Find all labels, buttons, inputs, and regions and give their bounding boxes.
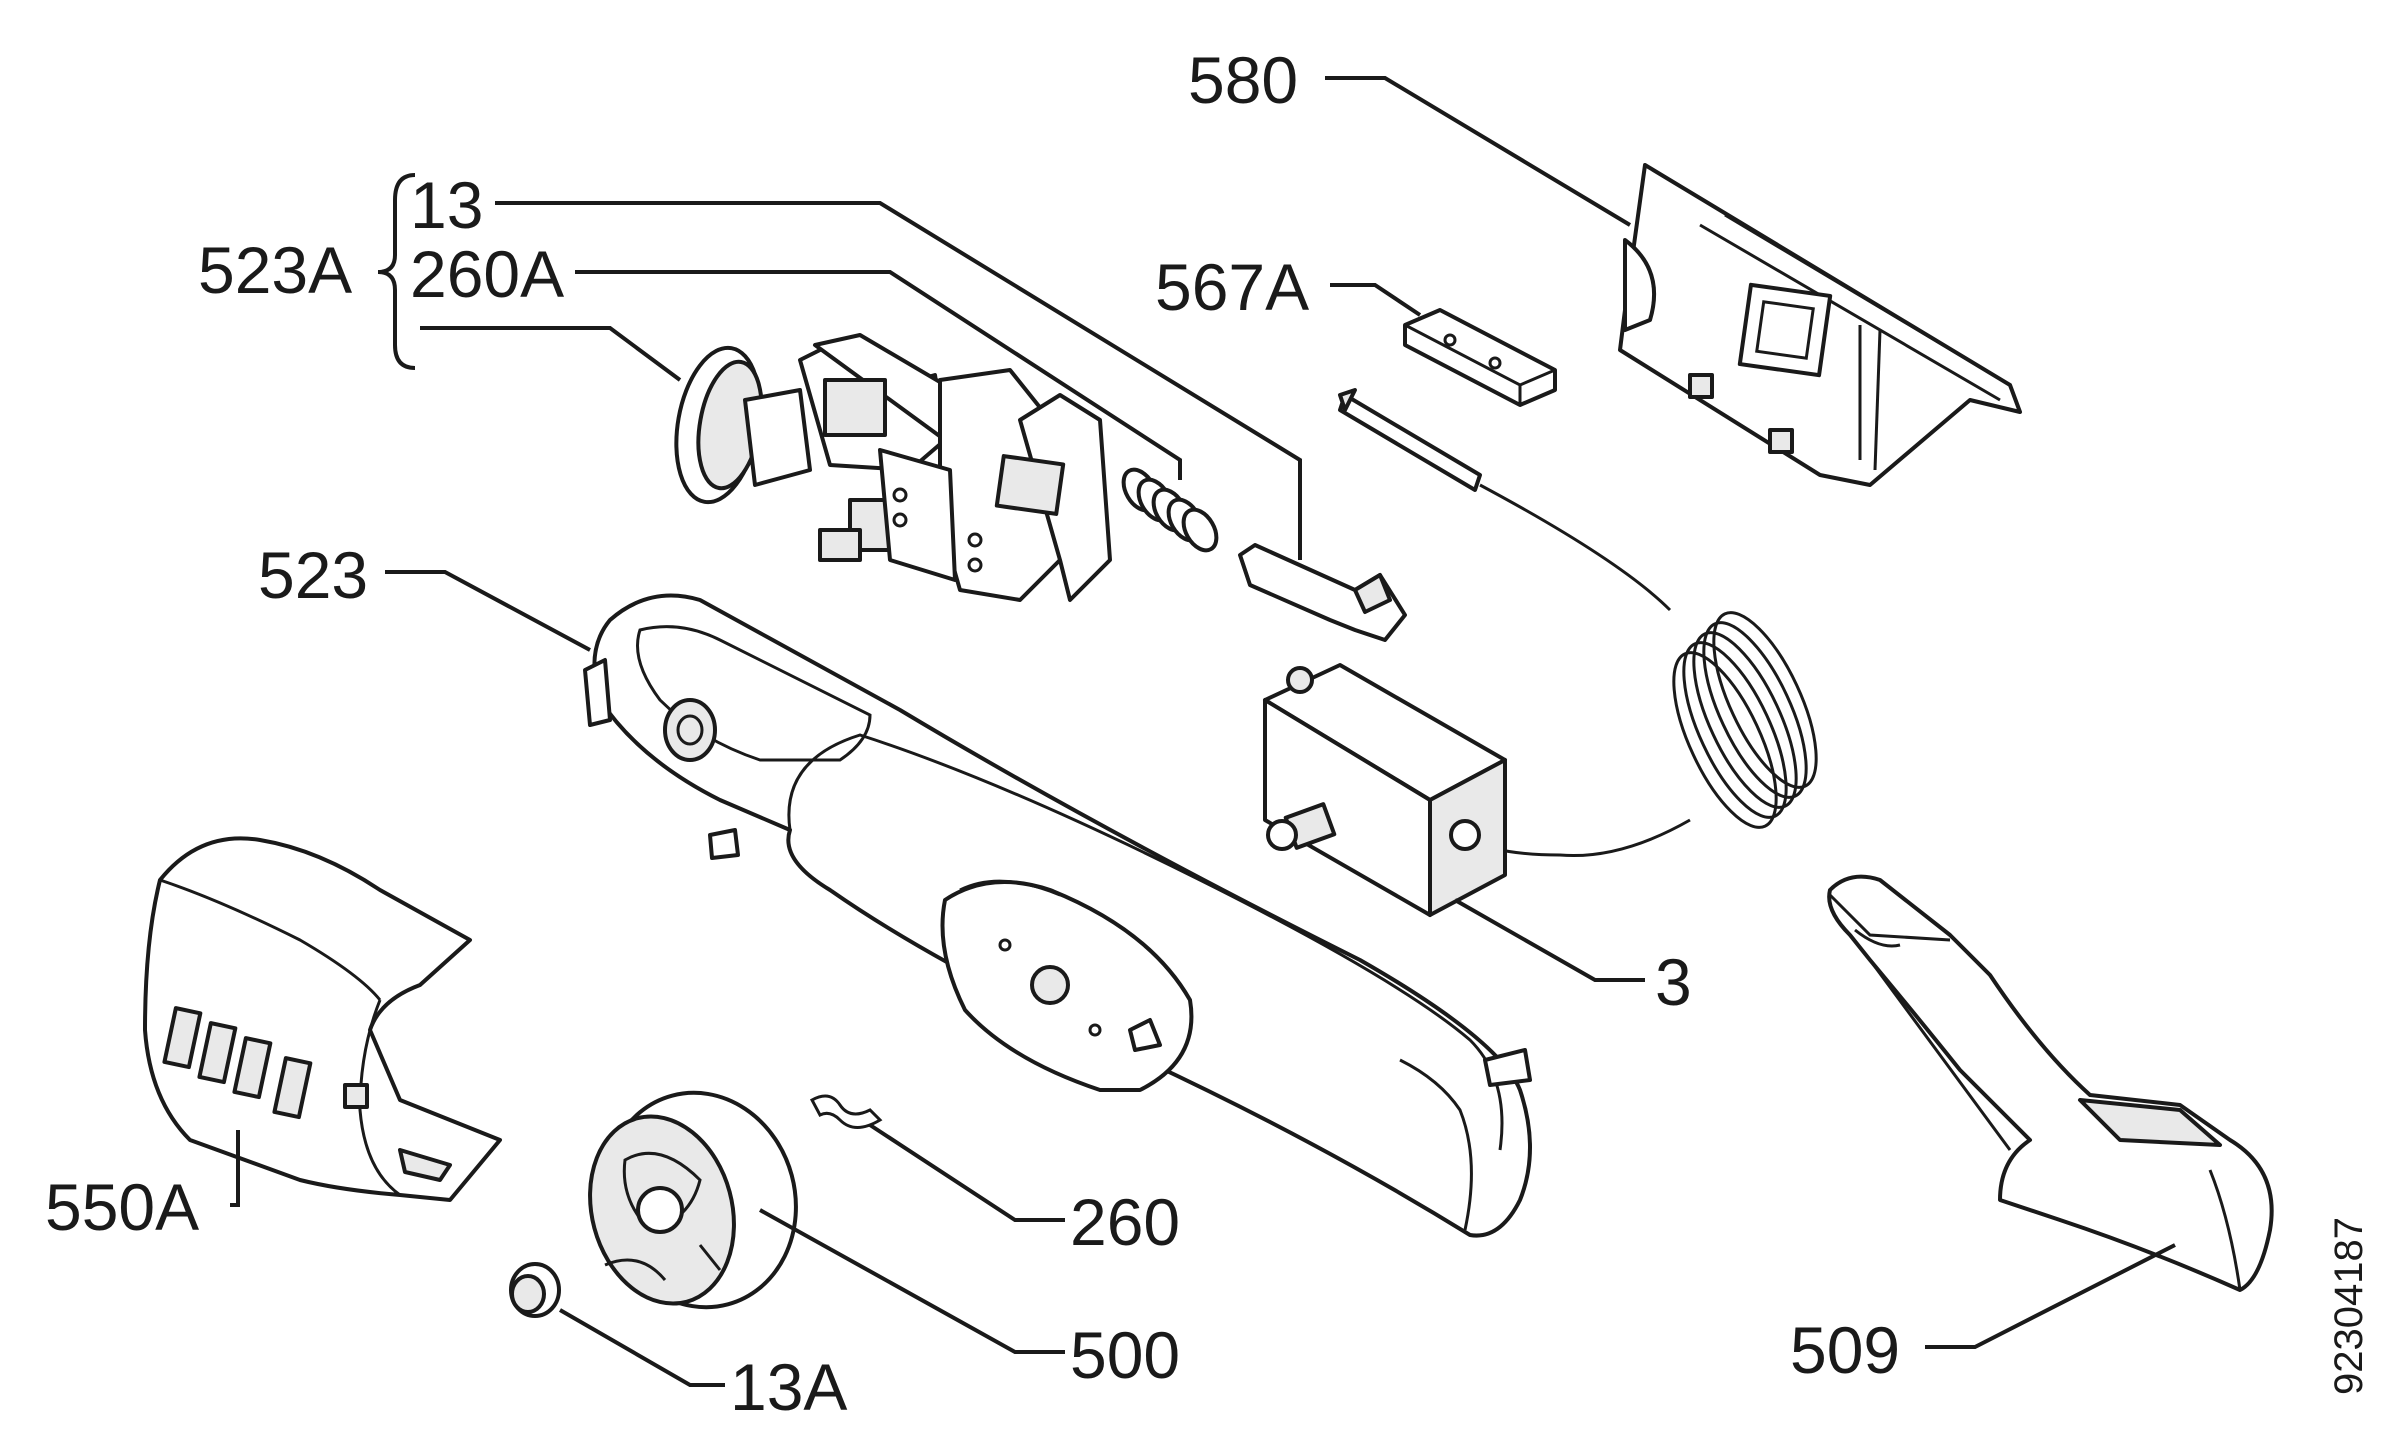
leader-523a [420,326,682,382]
leader-580 [1325,76,1632,227]
leader-13 [495,201,1302,560]
brace-523a [377,173,416,370]
label-580: 580 [1188,43,1298,117]
leader-260a [575,270,1182,480]
label-567a: 567A [1155,250,1309,324]
part-500-knob [588,1090,798,1310]
part-567a-clip [1403,308,1557,407]
label-509: 509 [1790,1313,1900,1387]
part-3-thermostat [1263,388,1818,917]
leader-260 [868,1123,1065,1222]
label-3: 3 [1655,945,1692,1019]
part-260-clip [809,1094,883,1129]
label-13a: 13A [730,1350,847,1424]
label-523a: 523A [198,233,352,307]
part-260a-spring [1121,467,1219,553]
part-550a-cover [143,836,502,1202]
leader-lines [230,76,2176,1387]
leader-13a [559,1308,725,1387]
leader-523 [385,570,591,652]
part-labels: 580 13 523A 260A 567A 523 3 550A 260 500… [45,43,1900,1424]
label-260: 260 [1070,1185,1180,1259]
label-550a: 550A [45,1170,199,1244]
leader-509 [1925,1243,2176,1349]
part-509-handle [1827,874,2274,1292]
part-523-housing [583,593,1532,1238]
part-13-plunger [1238,543,1407,642]
leader-550a [230,1130,240,1207]
part-523a-switch-assembly [674,333,1112,602]
drawing-code: 92304187 [2327,1217,2371,1395]
leader-3 [1454,898,1645,982]
label-13: 13 [410,168,483,242]
leader-500 [759,1208,1065,1354]
part-580-bracket [1618,163,2022,487]
part-13a-cap [509,1262,561,1318]
label-523: 523 [258,538,368,612]
label-260a: 260A [410,237,564,311]
label-500: 500 [1070,1318,1180,1392]
leader-567a [1330,283,1422,317]
